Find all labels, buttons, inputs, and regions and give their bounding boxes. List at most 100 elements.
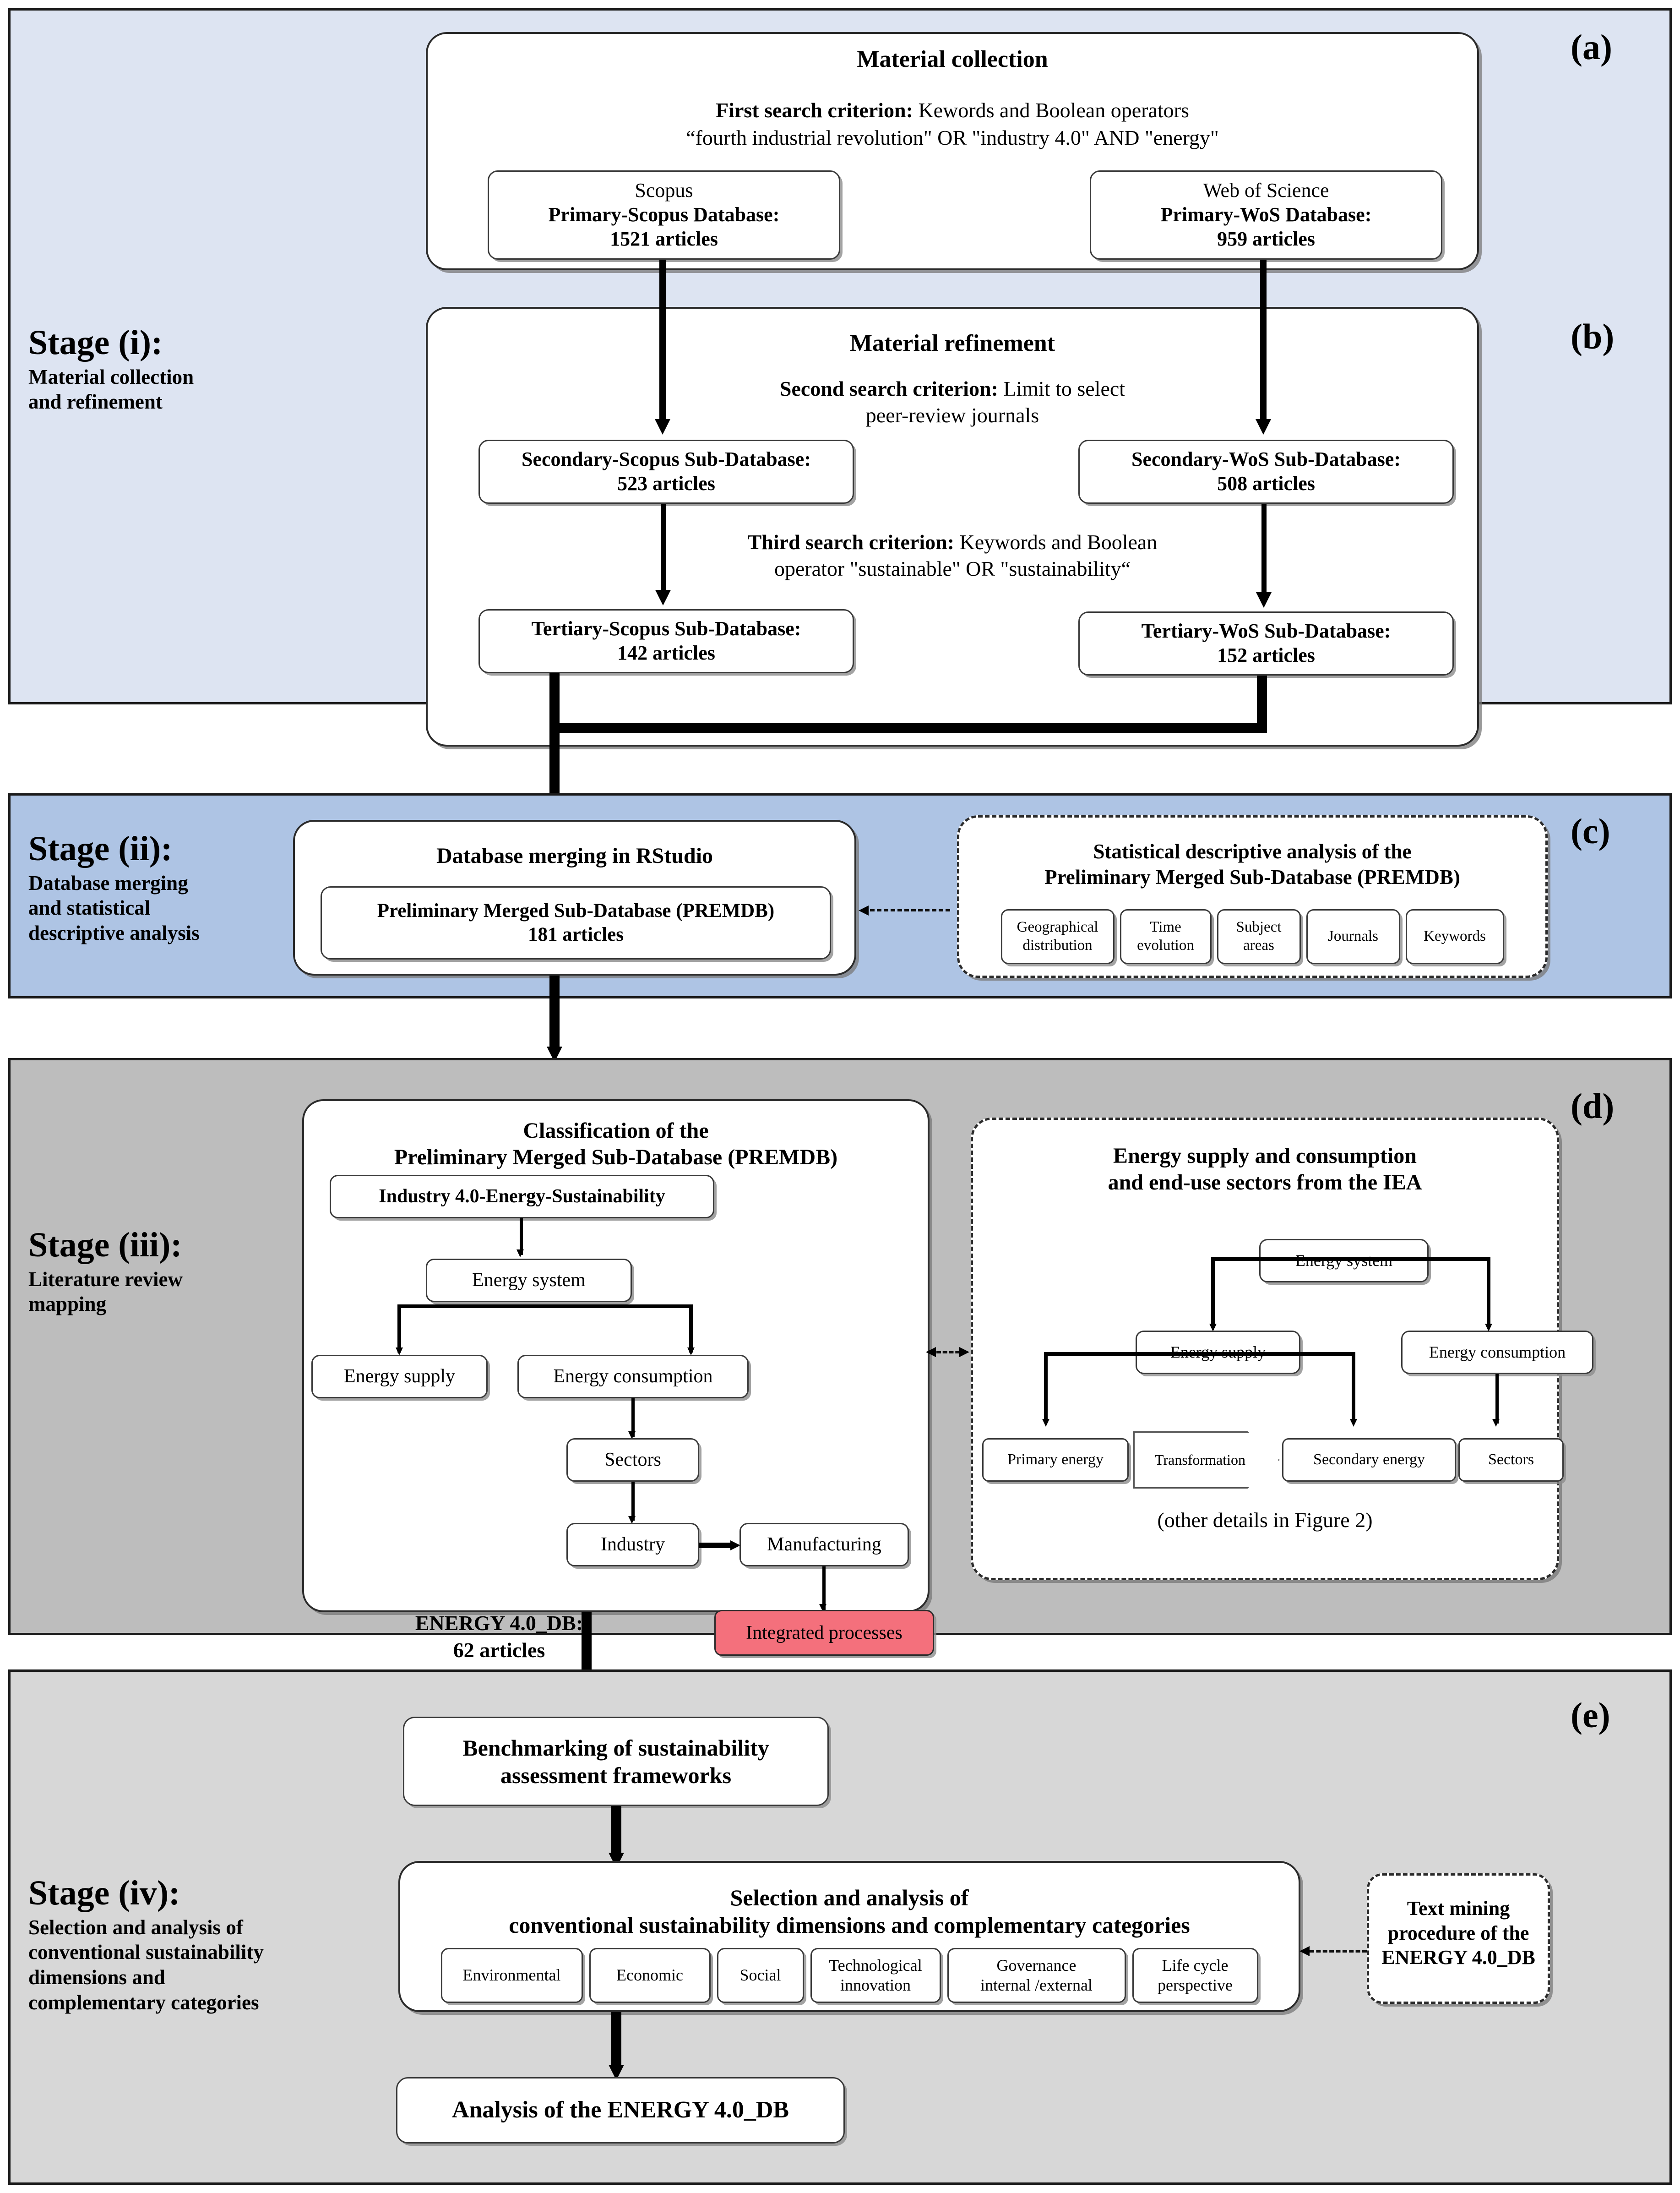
- stage-iv-title: Stage (iv):: [28, 1874, 180, 1912]
- primary-scopus-node: Scopus Primary-Scopus Database: 1521 art…: [488, 170, 840, 260]
- stage-iii-title: Stage (iii):: [28, 1226, 182, 1264]
- node-sectors: Sectors: [566, 1438, 699, 1482]
- panel-letter-a: (a): [1571, 27, 1612, 67]
- connector-root-to-energy-system: [520, 1218, 523, 1255]
- stage-iv-subtitle: Selection and analysis of conventional s…: [28, 1915, 264, 2014]
- iea-connector-right-down: [1487, 1257, 1490, 1328]
- iea-connector-left-down: [1211, 1257, 1215, 1328]
- iea-node-energy-consumption: Energy consumption: [1401, 1331, 1593, 1374]
- node-energy-supply: Energy supply: [311, 1355, 488, 1398]
- iea-node-sectors: Sectors: [1458, 1438, 1564, 1482]
- node-energy-consumption: Energy consumption: [517, 1355, 749, 1398]
- selection-title-line2: conventional sustainability dimensions a…: [509, 1912, 1190, 1938]
- iea-node-secondary-energy: Secondary energy: [1282, 1438, 1456, 1482]
- primary-scopus-line2: Primary-Scopus Database:: [548, 203, 780, 226]
- iea-arrow-to-sectors: [1492, 1419, 1500, 1427]
- connector-es-split-h: [397, 1304, 693, 1308]
- iea-arrow-to-primary: [1042, 1419, 1049, 1427]
- secondary-scopus-line1: Secondary-Scopus Sub-Database:: [522, 448, 811, 471]
- chip-social: Social: [717, 1948, 804, 2003]
- connector-consumption-to-sectors: [631, 1398, 635, 1437]
- stage-ii-title: Stage (ii):: [28, 829, 173, 868]
- connector-sectors-to-industry: [631, 1482, 635, 1521]
- second-criterion-text: Limit to select: [998, 377, 1125, 400]
- arrow-manufacturing-to-integrated: [819, 1604, 826, 1612]
- chip-geographical-distribution: Geographical distribution: [1000, 909, 1115, 964]
- panel-letter-e: (e): [1571, 1695, 1610, 1735]
- node-energy-system: Energy system: [426, 1259, 632, 1302]
- arrow-industry-to-manufacturing: [730, 1540, 740, 1550]
- classification-title-line1: Classification of the: [523, 1118, 709, 1143]
- primary-scopus-line3: 1521 articles: [610, 227, 718, 250]
- primary-wos-line3: 959 articles: [1217, 227, 1315, 250]
- premdb-node: Preliminary Merged Sub-Database (PREMDB)…: [321, 886, 831, 960]
- secondary-scopus-line2: 523 articles: [617, 472, 715, 495]
- secondary-wos-line2: 508 articles: [1217, 472, 1315, 495]
- third-criterion-line2: operator "sustainable" OR "sustainabilit…: [774, 557, 1131, 580]
- arrow-wos-secondary: [1256, 419, 1271, 435]
- benchmarking-line1: Benchmarking of sustainability: [462, 1735, 769, 1761]
- tertiary-wos-line1: Tertiary-WoS Sub-Database:: [1141, 620, 1391, 643]
- arrow-consumption-to-sectors: [628, 1431, 636, 1439]
- connector-scopus-primary-secondary: [659, 260, 666, 422]
- connector-tertiary-scopus-down: [549, 673, 560, 824]
- connector-premdb-to-classification: [549, 976, 560, 1051]
- iea-title-line2: and end-use sectors from the IEA: [1108, 1170, 1422, 1195]
- third-criterion-label: Third search criterion:: [747, 530, 955, 554]
- chip-keywords: Keywords: [1405, 909, 1504, 964]
- arrow-scopus-tertiary: [655, 590, 671, 606]
- text-mining-card: [1367, 1873, 1550, 2004]
- link-classification-iea: [936, 1351, 966, 1353]
- iea-title-line1: Energy supply and consumption: [1113, 1144, 1417, 1168]
- node-industry40-energy-sustainability: Industry 4.0-Energy-Sustainability: [330, 1175, 714, 1218]
- third-criterion-text: Keywords and Boolean: [954, 530, 1158, 554]
- sustainability-dimension-chips: Environmental Economic Social Technologi…: [408, 1948, 1291, 2003]
- text-mining-label: Text mining procedure of the ENERGY 4.0_…: [1381, 1897, 1535, 1969]
- first-criterion-line: First search criterion: Kewords and Bool…: [426, 97, 1479, 124]
- benchmarking-line2: assessment frameworks: [500, 1762, 732, 1788]
- stage-iii-subtitle: Literature review mapping: [28, 1267, 183, 1316]
- link-merging-statistics: [870, 909, 950, 911]
- secondary-wos-line1: Secondary-WoS Sub-Database:: [1131, 448, 1401, 471]
- energy40-db-label: ENERGY 4.0_DB: 62 articles: [415, 1611, 583, 1662]
- connector-es-right-down: [689, 1304, 693, 1353]
- panel-letter-b: (b): [1571, 316, 1615, 356]
- iea-connector-es-split: [1211, 1257, 1490, 1261]
- connector-manufacturing-to-integrated: [822, 1566, 826, 1610]
- statistical-title-line2: Preliminary Merged Sub-Database (PREMDB): [1044, 866, 1460, 889]
- arrow-sectors-to-industry: [628, 1516, 636, 1524]
- connector-es-left-down: [397, 1304, 401, 1353]
- arrow-to-energy-supply: [396, 1347, 403, 1355]
- third-criterion-line: Third search criterion: Keywords and Boo…: [426, 529, 1479, 556]
- tertiary-scopus-line2: 142 articles: [617, 642, 715, 664]
- iea-node-transformation: Transformation: [1133, 1431, 1280, 1489]
- second-criterion-line: Second search criterion: Limit to select: [426, 376, 1479, 403]
- chip-economic: Economic: [589, 1948, 711, 2003]
- statistical-title-line1: Statistical descriptive analysis of the: [1093, 840, 1412, 863]
- iea-arrow-to-consumption: [1485, 1324, 1492, 1331]
- arrow-classification-to-iea: [959, 1347, 969, 1357]
- secondary-scopus-node: Secondary-Scopus Sub-Database: 523 artic…: [478, 440, 854, 504]
- primary-wos-line1: Web of Science: [1203, 179, 1329, 202]
- node-benchmarking: Benchmarking of sustainability assessmen…: [403, 1717, 829, 1806]
- arrow-iea-to-classification: [926, 1347, 936, 1357]
- node-industry: Industry: [566, 1523, 699, 1566]
- tertiary-wos-line2: 152 articles: [1217, 644, 1315, 666]
- stage-iii-label: Stage (iii): Literature review mapping: [28, 1227, 321, 1317]
- second-criterion-line2: peer-review journals: [865, 404, 1039, 427]
- chip-technological-innovation: Technological innovation: [810, 1948, 941, 2003]
- node-integrated-processes: Integrated processes: [714, 1610, 934, 1656]
- primary-wos-node: Web of Science Primary-WoS Database: 959…: [1090, 170, 1442, 260]
- stage-ii-subtitle: Database merging and statistical descrip…: [28, 871, 200, 945]
- connector-wos-primary-secondary: [1260, 260, 1267, 422]
- tertiary-wos-node: Tertiary-WoS Sub-Database: 152 articles: [1078, 611, 1454, 676]
- node-manufacturing: Manufacturing: [739, 1523, 909, 1566]
- first-criterion-query: “fourth industrial revolution" OR "indus…: [686, 126, 1219, 149]
- stage-i-subtitle: Material collection and refinement: [28, 365, 194, 414]
- arrow-statistics-to-merging: [859, 906, 869, 916]
- stage-i-label: Stage (i): Material collection and refin…: [28, 325, 386, 415]
- chip-subject-areas: Subject areas: [1217, 909, 1301, 964]
- stage-iv-label: Stage (iv): Selection and analysis of co…: [28, 1874, 376, 2015]
- second-criterion-label: Second search criterion:: [779, 377, 998, 400]
